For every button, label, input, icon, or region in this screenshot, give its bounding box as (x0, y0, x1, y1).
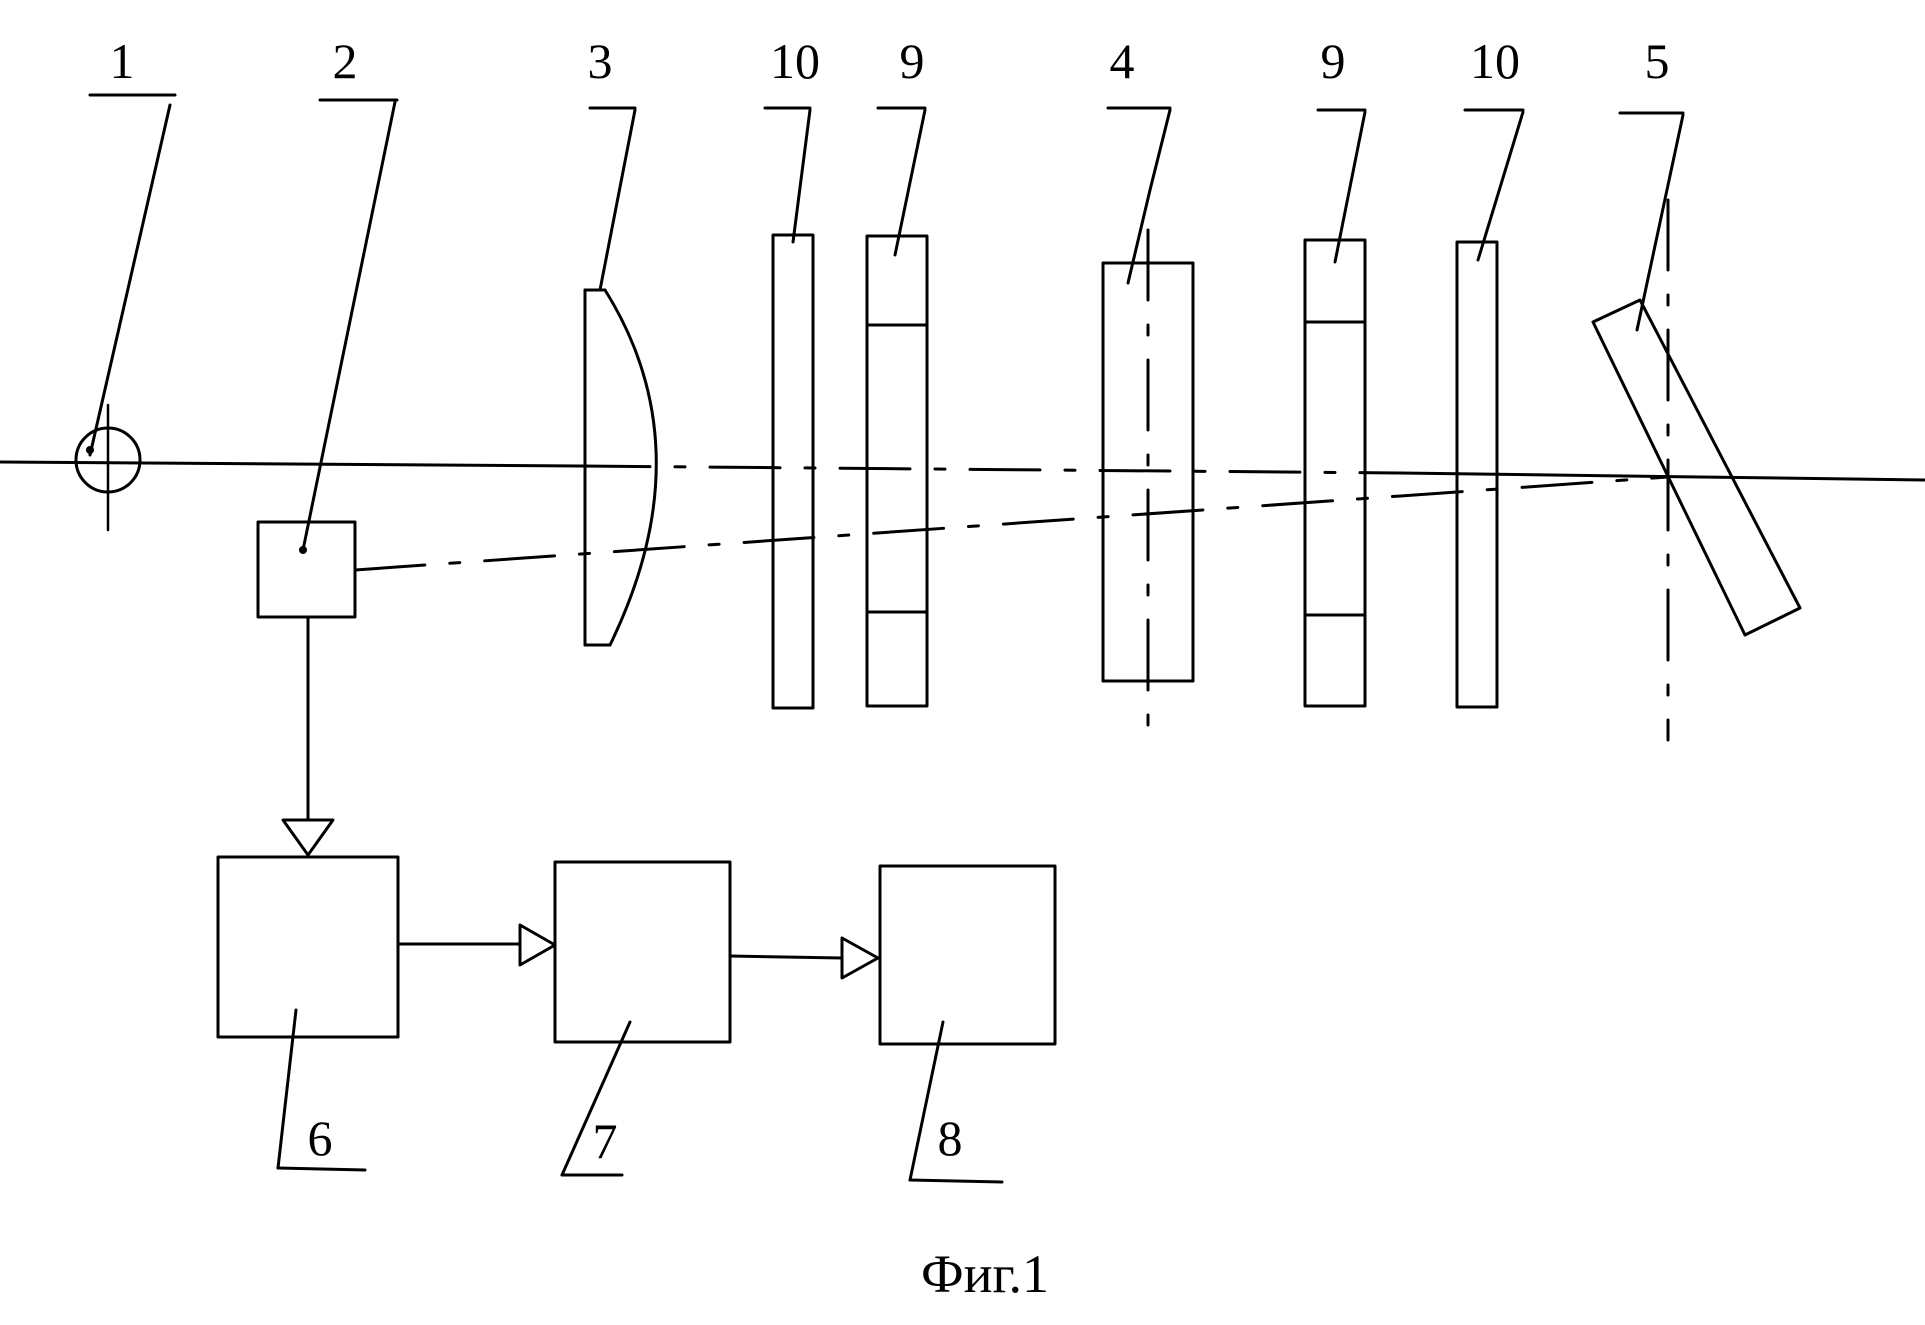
element-4 (1103, 108, 1193, 730)
label-7: 7 (593, 1113, 618, 1169)
optical-axis (0, 462, 1925, 480)
label-9-left: 9 (900, 33, 925, 89)
label-8: 8 (938, 1110, 963, 1166)
reflected-beam (355, 477, 1668, 570)
plate-10-left (765, 108, 813, 708)
label-9-right: 9 (1321, 33, 1346, 89)
lens-3 (585, 108, 656, 645)
segmented-plate-9-left (867, 108, 927, 706)
label-3: 3 (588, 33, 613, 89)
plate-10-right (1457, 110, 1523, 707)
light-source-1 (76, 95, 175, 530)
label-6: 6 (308, 1110, 333, 1166)
figure-caption: Фиг.1 (921, 1244, 1049, 1304)
photodetector-2 (258, 100, 397, 617)
label-2: 2 (333, 33, 358, 89)
signal-chain (218, 617, 1055, 1044)
label-5: 5 (1645, 33, 1670, 89)
segmented-plate-9-right (1305, 110, 1365, 706)
label-10-right: 10 (1470, 33, 1520, 89)
label-10-left: 10 (770, 33, 820, 89)
label-1: 1 (110, 33, 135, 89)
label-4: 4 (1110, 33, 1135, 89)
mirror-5 (1593, 113, 1800, 740)
